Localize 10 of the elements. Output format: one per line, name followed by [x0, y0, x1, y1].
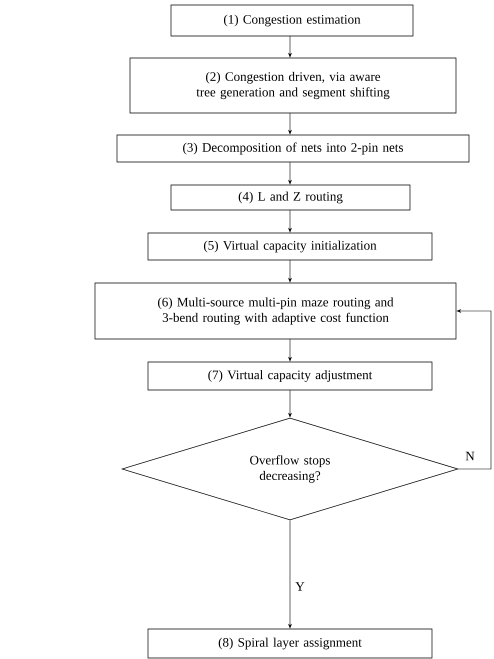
process-box: (4) L and Z routing [170, 184, 410, 210]
process-box: (8) Spiral layer assignment [148, 628, 432, 658]
edge-label: N [464, 450, 476, 462]
edge-label: Y [294, 581, 306, 592]
process-box: (5) Virtual capacity initialization [148, 232, 432, 260]
process-box: (1) Congestion estimation [170, 4, 414, 36]
process-box: (6) Multi-source multi-pin maze routing and 3-bend routing with adaptive cost function [94, 282, 456, 340]
process-box: (7) Virtual capacity adjustment [148, 362, 432, 390]
process-box: (2) Congestion driven, via aware tree generation and segment shifting [130, 58, 456, 114]
process-box: (3) Decomposition of nets into 2-pin nets [116, 134, 470, 162]
